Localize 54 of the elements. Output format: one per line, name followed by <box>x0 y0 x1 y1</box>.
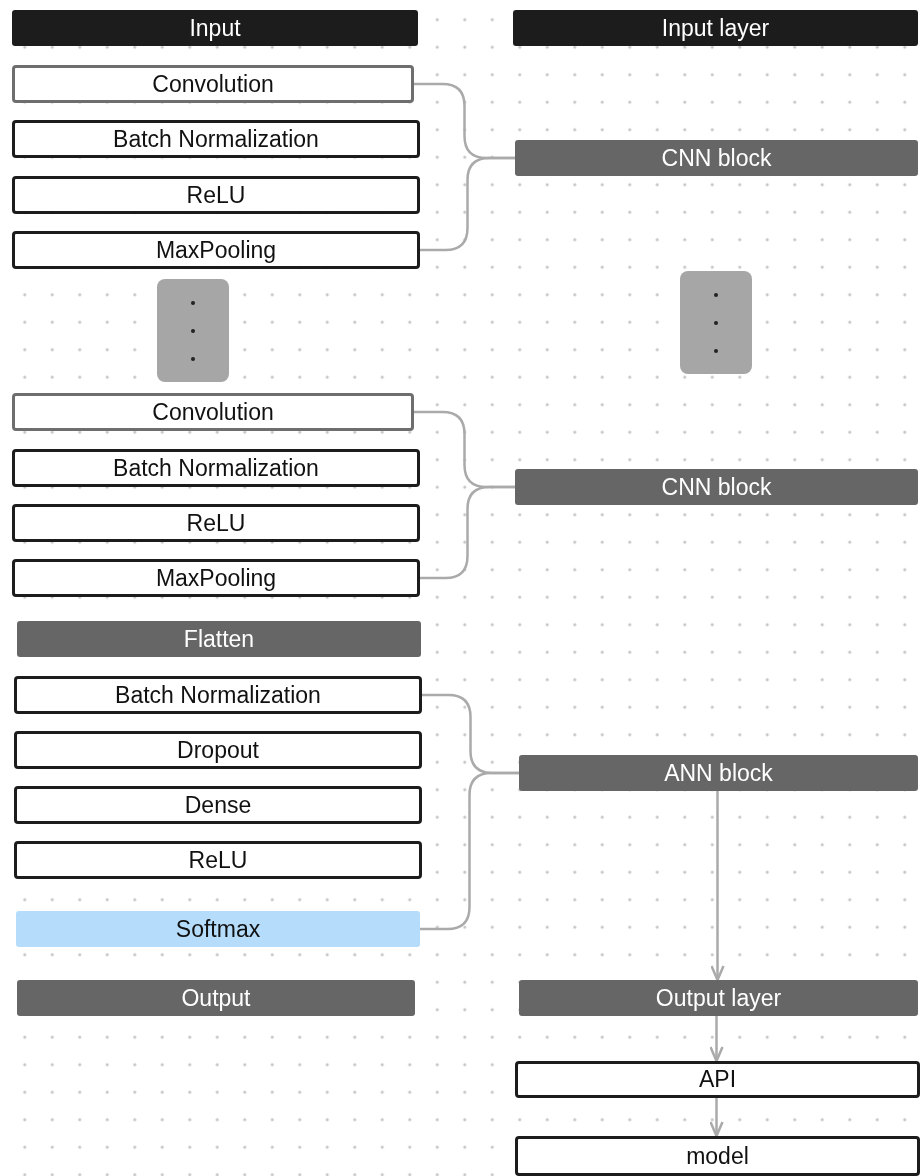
stage-box <box>515 1136 920 1176</box>
input-bar <box>513 10 918 46</box>
layer-label: Flatten <box>183 625 255 653</box>
layer-label: CNN block <box>661 473 772 501</box>
layer-label: Batch Normalization <box>113 454 319 482</box>
layer-label: Convolution <box>152 70 274 98</box>
layer-box <box>14 786 422 824</box>
layer-box <box>14 841 422 879</box>
layer-label: ReLU <box>186 509 246 537</box>
bracket-connector <box>420 485 515 580</box>
layer-label: Dropout <box>177 736 259 764</box>
layer-label: Batch Normalization <box>115 681 321 709</box>
layer-label: Output layer <box>655 984 782 1012</box>
layer-label: ReLU <box>188 846 248 874</box>
layer-box <box>12 504 420 542</box>
ellipsis-box <box>680 271 752 374</box>
layer-label: MaxPooling <box>155 236 277 264</box>
layer-box <box>12 231 420 269</box>
bracket-connector <box>420 156 515 252</box>
layer-label: Dense <box>184 791 252 819</box>
layer-box <box>12 65 414 103</box>
layer-box <box>14 676 422 714</box>
stage-box <box>515 1061 920 1098</box>
layer-label: Convolution <box>152 398 274 426</box>
layer-label: CNN block <box>661 144 772 172</box>
layer-label: Softmax <box>175 915 261 943</box>
layer-label: ANN block <box>664 759 773 787</box>
layer-label: API <box>698 1066 737 1093</box>
layer-box <box>12 176 420 214</box>
output-bar <box>519 980 918 1016</box>
layer-bar <box>16 911 420 947</box>
output-bar <box>17 980 415 1016</box>
layer-label: ReLU <box>186 181 246 209</box>
layer-box <box>12 120 420 158</box>
input-bar <box>12 10 418 46</box>
block-bar <box>515 140 918 176</box>
ellipsis-box <box>157 279 229 382</box>
arrow <box>710 791 725 982</box>
layer-label: Output <box>181 984 251 1012</box>
block-bar <box>519 755 918 791</box>
layer-box <box>12 559 420 597</box>
arrow <box>709 1016 724 1063</box>
layer-box <box>14 731 422 769</box>
layer-label: model <box>686 1142 749 1170</box>
layer-box <box>12 393 414 431</box>
bracket-connector <box>420 771 519 931</box>
block-bar <box>515 469 918 505</box>
layer-bar <box>17 621 421 657</box>
layer-label: Input <box>189 14 241 42</box>
arrow <box>709 1098 724 1138</box>
layer-label: Batch Normalization <box>113 125 319 153</box>
layer-label: MaxPooling <box>155 564 277 592</box>
layer-label: Input layer <box>661 14 770 42</box>
layer-box <box>12 449 420 487</box>
